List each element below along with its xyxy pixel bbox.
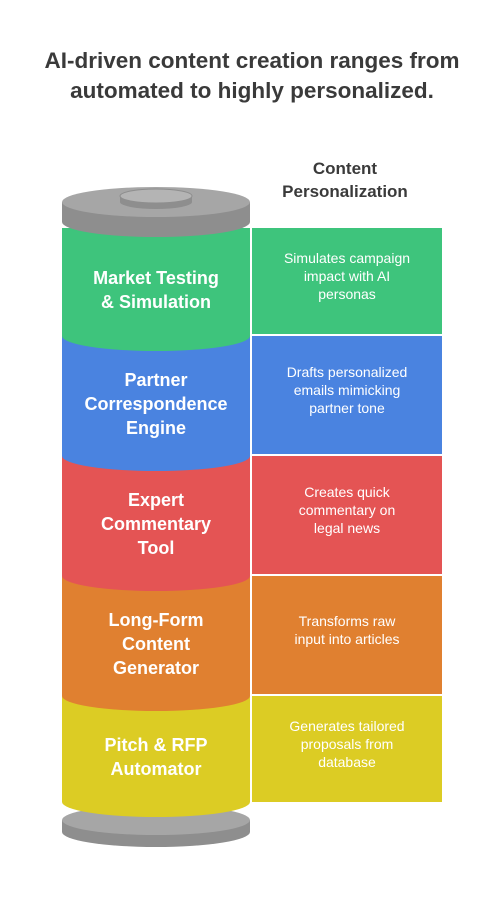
segment-label-line: Expert <box>128 490 184 510</box>
title-line: AI-driven content creation ranges from <box>44 48 460 73</box>
segment-label-line: Commentary <box>101 514 211 534</box>
segment-label-line: Tool <box>138 538 175 558</box>
axis-label-line: Personalization <box>282 182 408 201</box>
cylinder-knob <box>119 188 193 204</box>
description-line: impact with AI <box>304 268 390 284</box>
axis-label: Content Personalization <box>262 157 428 203</box>
cylinder-segment <box>62 456 250 591</box>
description-line: Transforms raw <box>299 613 397 629</box>
diagram-title: AI-driven content creation ranges from a… <box>10 46 494 106</box>
description-box <box>252 696 442 802</box>
description-line: input into articles <box>294 631 399 647</box>
description-line: proposals from <box>301 736 394 752</box>
cylinder-segment <box>62 228 250 351</box>
cylinder-segment <box>62 696 250 817</box>
description-line: partner tone <box>309 400 385 416</box>
description-box <box>252 576 442 694</box>
axis-label-line: Content <box>312 159 378 178</box>
segment-label-line: Automator <box>111 759 202 779</box>
description-line: commentary on <box>299 502 395 518</box>
segment-label-line: Content <box>122 634 190 654</box>
description-line: database <box>318 754 376 770</box>
description-box <box>252 456 442 574</box>
description-line: personas <box>318 286 376 302</box>
segment-label-line: Pitch & RFP <box>104 735 207 755</box>
title-line: automated to highly personalized. <box>70 78 434 103</box>
description-line: emails mimicking <box>294 382 401 398</box>
segment-label-line: Generator <box>113 658 199 678</box>
segment-label-line: Correspondence <box>84 394 227 414</box>
segment-label-line: Long-Form <box>109 610 204 630</box>
segment-label-line: & Simulation <box>101 292 211 312</box>
description-line: Drafts personalized <box>287 364 408 380</box>
segment-label-line: Market Testing <box>93 268 219 288</box>
description-box <box>252 228 442 334</box>
segment-label-line: Partner <box>124 370 187 390</box>
cylinder-segment <box>62 336 250 471</box>
description-line: Generates tailored <box>289 718 404 734</box>
description-line: Creates quick <box>304 484 391 500</box>
cylinder-segment <box>62 576 250 711</box>
description-line: Simulates campaign <box>284 250 410 266</box>
segment-label-line: Engine <box>126 418 186 438</box>
description-line: legal news <box>314 520 380 536</box>
description-box <box>252 336 442 454</box>
